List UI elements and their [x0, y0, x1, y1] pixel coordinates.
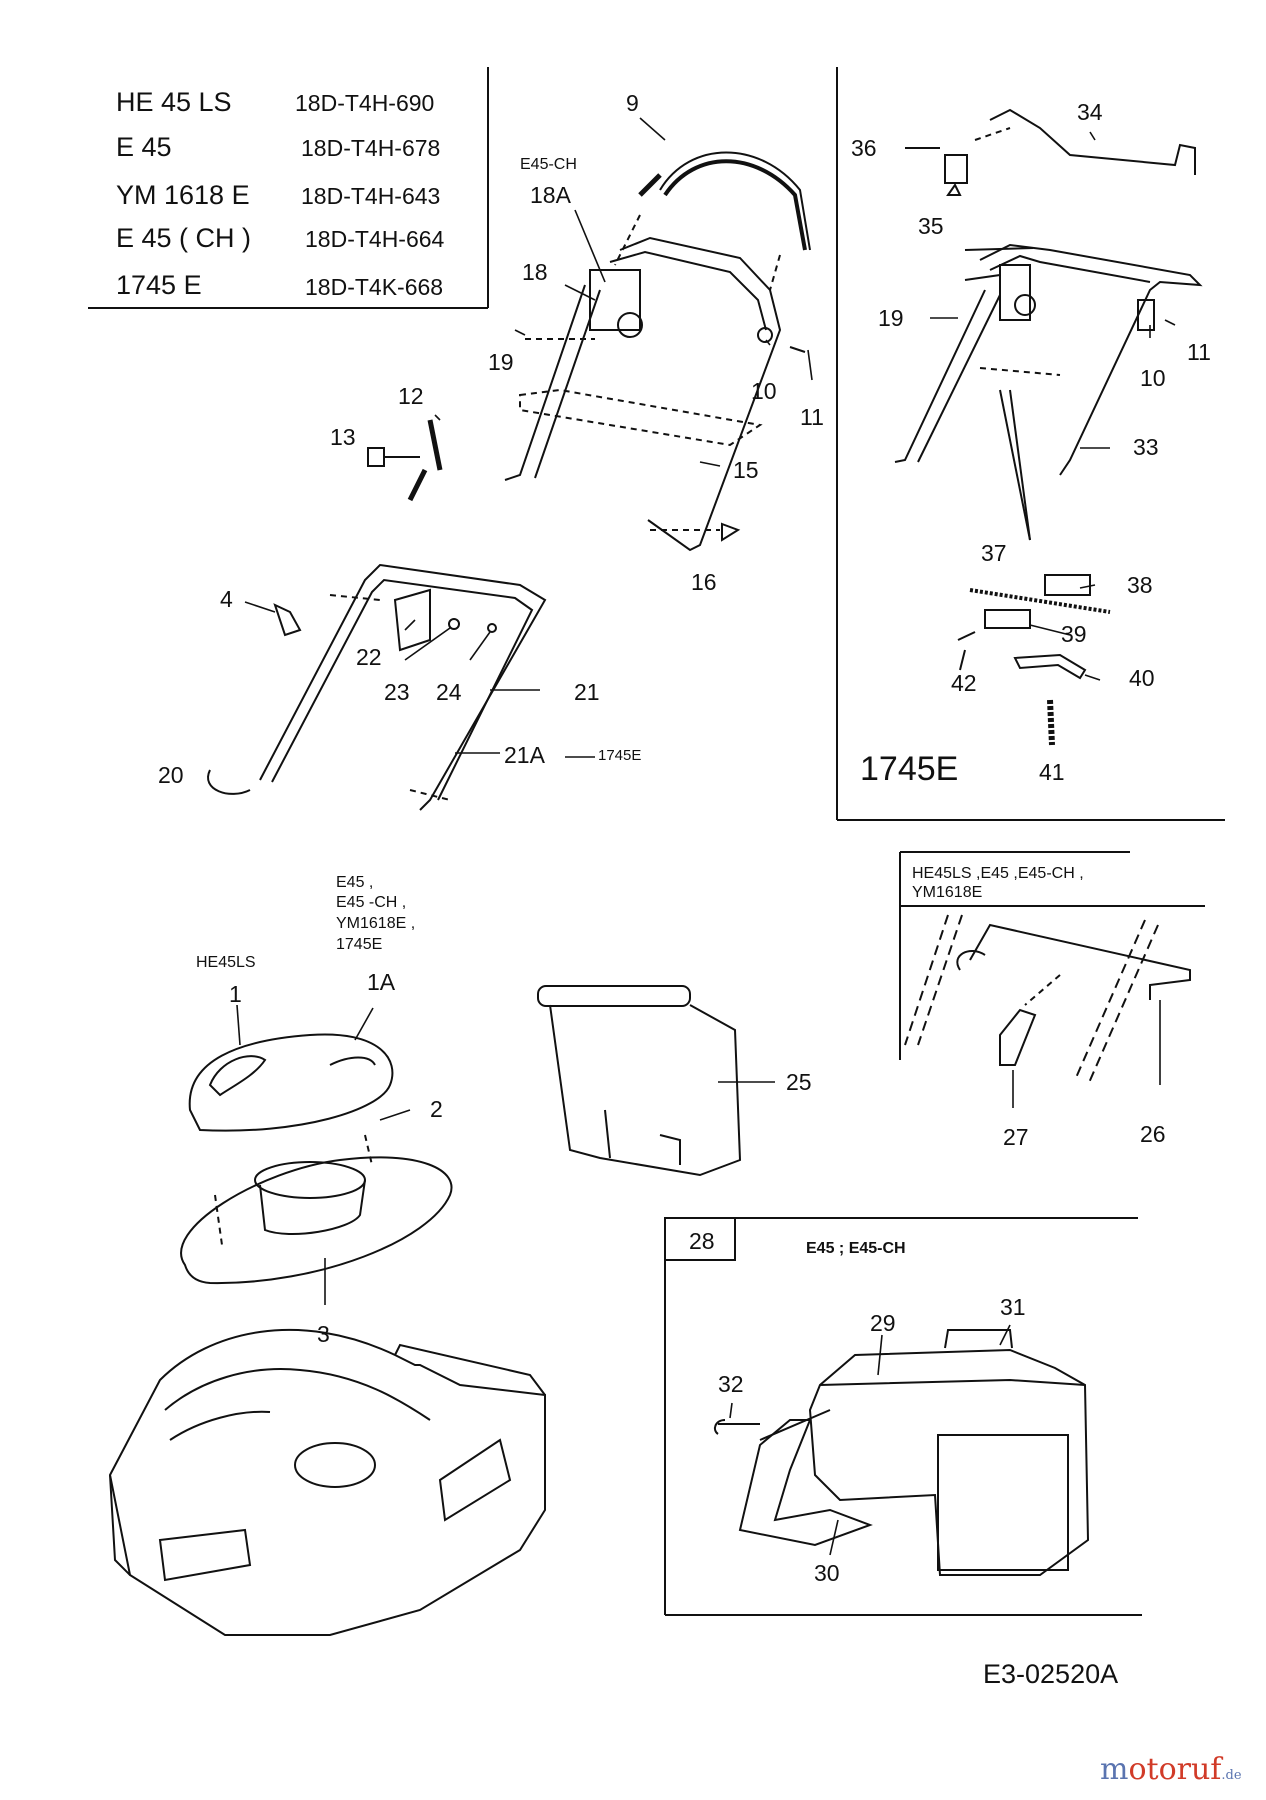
caption-he45ls: HE45LS: [196, 954, 256, 971]
bolt-12-13: [367, 419, 443, 502]
callout-16: 16: [691, 569, 717, 595]
callout-9: 9: [626, 90, 639, 116]
model-name-4: E 45 ( CH ): [116, 223, 252, 253]
callout-21a: 21A: [504, 742, 545, 768]
callout-34: 34: [1077, 99, 1103, 125]
lid-3: [180, 1134, 453, 1285]
watermark-logo: motoruf.de: [1100, 1755, 1242, 1785]
wire-bale-34: [905, 108, 1196, 196]
watermark-tld: .de: [1221, 1768, 1242, 1783]
small-parts-37-42: [957, 574, 1111, 746]
caption-1745e-variant: 1745E: [598, 747, 642, 764]
callout-19a: 19: [488, 349, 514, 375]
cover-1a: [188, 1033, 394, 1132]
box-1745e-lines: [836, 67, 1225, 821]
callout-18: 18: [522, 259, 548, 285]
model-code-3: 18D-T4H-643: [301, 183, 441, 209]
mower-deck: [108, 1329, 546, 1636]
callout-1a: 1A: [367, 969, 396, 995]
callout-3: 3: [317, 1321, 330, 1347]
caption-group-1a-line4: 1745E: [336, 936, 383, 953]
callout-42: 42: [951, 670, 977, 696]
model-name-1: HE 45 LS: [116, 87, 232, 117]
caption-e45ch: E45-CH: [520, 156, 577, 173]
callout-10b: 10: [1140, 365, 1166, 391]
box-title-1745e: 1745E: [860, 750, 959, 788]
model-name-2: E 45: [116, 132, 172, 162]
model-name-5: 1745 E: [116, 270, 202, 300]
callout-1: 1: [229, 981, 242, 1007]
callout-22: 22: [356, 644, 382, 670]
callout-25: 25: [786, 1069, 812, 1095]
callout-36: 36: [851, 135, 877, 161]
callout-23: 23: [384, 679, 410, 705]
caption-group-26-line1: HE45LS ,E45 ,E45-CH ,: [912, 865, 1084, 882]
handle-detail-26-27: [904, 914, 1191, 1086]
callout-38: 38: [1127, 572, 1153, 598]
model-code-4: 18D-T4H-664: [305, 226, 445, 252]
callout-13: 13: [330, 424, 356, 450]
watermark-rest: otoruf: [1128, 1752, 1222, 1787]
callout-32: 32: [718, 1371, 744, 1397]
lower-handle: [207, 563, 547, 811]
callout-39: 39: [1061, 621, 1087, 647]
callout-19b: 19: [878, 305, 904, 331]
callout-4: 4: [220, 586, 233, 612]
diagram-code: E3-02520A: [983, 1659, 1119, 1689]
box-handle-detail-lines: [899, 851, 1205, 1060]
leader-lines: [236, 117, 1176, 1556]
callout-30: 30: [814, 1560, 840, 1586]
callout-27: 27: [1003, 1124, 1029, 1150]
callout-40: 40: [1129, 665, 1155, 691]
upper-handle: [504, 151, 811, 552]
callout-18a: 18A: [530, 182, 571, 208]
caption-group-26-line2: YM1618E: [912, 884, 983, 901]
callout-21: 21: [574, 679, 600, 705]
caption-group-1a-line2: E45 -CH ,: [336, 894, 407, 911]
callout-33: 33: [1133, 434, 1159, 460]
model-code-2: 18D-T4H-678: [301, 135, 441, 161]
watermark-letter: m: [1100, 1752, 1129, 1787]
caption-group-1a-line1: E45 ,: [336, 874, 374, 891]
handle-1745e: [894, 243, 1203, 541]
callout-12: 12: [398, 383, 424, 409]
model-code-1: 18D-T4H-690: [295, 90, 435, 116]
model-code-5: 18D-T4K-668: [305, 274, 444, 300]
callout-29: 29: [870, 1310, 896, 1336]
callout-26: 26: [1140, 1121, 1166, 1147]
callout-31: 31: [1000, 1294, 1026, 1320]
grass-bag-29-31: [713, 1329, 1090, 1576]
callout-15: 15: [733, 457, 759, 483]
model-table-lines: [88, 67, 489, 309]
callout-35: 35: [918, 213, 944, 239]
box-28-lines: [664, 1217, 1142, 1616]
callout-11a: 11: [800, 404, 824, 430]
caption-group-28: E45 ; E45-CH: [806, 1240, 906, 1257]
grass-flap-25: [537, 985, 742, 1177]
callout-37: 37: [981, 540, 1007, 566]
callout-2: 2: [430, 1096, 443, 1122]
callout-28: 28: [689, 1228, 715, 1254]
callout-11b: 11: [1187, 339, 1211, 365]
callout-20: 20: [158, 762, 184, 788]
callout-24: 24: [436, 679, 462, 705]
model-name-3: YM 1618 E: [116, 180, 250, 210]
callout-10a: 10: [751, 378, 777, 404]
caption-group-1a-line3: YM1618E ,: [336, 915, 416, 932]
callout-41: 41: [1039, 759, 1065, 785]
